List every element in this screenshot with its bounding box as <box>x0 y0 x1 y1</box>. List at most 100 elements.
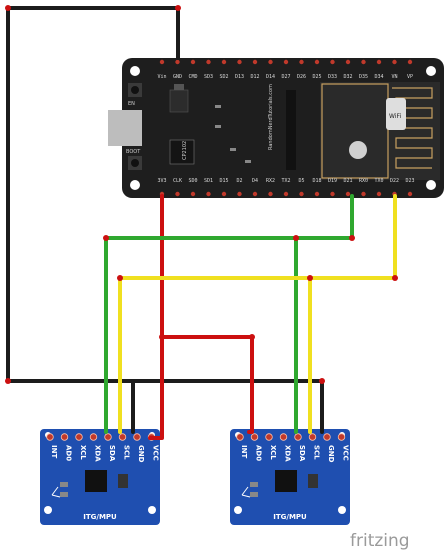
mpu-pin-label: SCL <box>123 445 131 460</box>
mpu-pin-label: SDA <box>108 445 116 462</box>
esp32-top-pin <box>345 59 351 65</box>
mpu-pin <box>104 433 112 441</box>
esp32-bottom-pin-label: SD0 <box>188 178 197 184</box>
esp32-top-pin-label: SD2 <box>219 74 228 80</box>
esp32-bottom-pin-label: D5 <box>298 178 304 184</box>
esp32-top-pin-label: GND <box>173 74 182 80</box>
esp32-bottom-pin-label: TX2 <box>281 178 290 184</box>
mpu-title: ITG/MPU <box>83 513 117 521</box>
esp32-bottom-pin-label: D4 <box>252 178 258 184</box>
esp32-top-pin <box>299 59 304 65</box>
esp32-top-pin-label: D25 <box>312 74 321 80</box>
esp32-bottom-pin <box>314 191 320 197</box>
voltage-regulator <box>169 89 189 113</box>
esp32-top-pin <box>252 59 258 65</box>
esp32-top-pin-label: D14 <box>266 74 275 80</box>
esp32-top-pin <box>206 59 211 65</box>
mpu-pin-label: XDA <box>94 445 102 462</box>
wire-gnd-black <box>6 6 324 434</box>
fritzing-logo: fritzing <box>350 531 410 551</box>
mpu-chip <box>85 470 107 492</box>
wire-gnd-black-left <box>6 379 135 434</box>
esp32-bottom-pin <box>376 191 382 197</box>
bottom-pin-labels: 3V3 CLK SD0 SD1 D15 D2 D4 RX2 TX2 D5 D18 D19 D21 RX0 T… <box>157 178 414 184</box>
esp32-top-pin <box>407 59 413 65</box>
esp32-top-pin <box>376 59 382 65</box>
mpu-pin <box>133 433 141 441</box>
center-header <box>286 90 296 170</box>
wire-sda-green <box>104 194 354 434</box>
mpu-pin-label: AD0 <box>255 445 263 461</box>
mpu-pin-label: INT <box>50 445 58 458</box>
mpu-pin <box>294 433 302 441</box>
esp32-top-pin-label: D27 <box>281 74 290 80</box>
mpu-pin <box>250 433 259 441</box>
chip-label: CP2102 <box>182 141 188 160</box>
axis-icon <box>241 486 251 498</box>
esp32-bottom-pin-label: D15 <box>219 178 228 184</box>
esp32-bottom-pin-label: D23 <box>405 178 414 184</box>
axis-icon <box>51 486 61 498</box>
esp32-bottom-pin-label: RX2 <box>266 178 275 184</box>
esp32-bottom-pin <box>407 191 413 197</box>
usb-uart-chip <box>169 139 195 165</box>
esp32-bottom-pin <box>237 191 242 197</box>
esp32-top-pin-label: D34 <box>374 74 383 80</box>
esp32-top-pin <box>175 59 180 65</box>
esp32-bottom-pin <box>283 191 289 197</box>
esp32-top-pin <box>268 59 273 65</box>
mpu-pin <box>75 433 83 441</box>
esp32-top-pin <box>361 59 366 65</box>
mpu-pin <box>236 433 244 441</box>
mpu-pin-label: INT <box>240 445 248 458</box>
esp32-bottom-pin-label: D19 <box>328 178 337 184</box>
esp32-top-pin <box>283 59 289 65</box>
mpu-pin <box>118 433 127 441</box>
esp32-bottom-pin <box>361 191 366 197</box>
esp32-bottom-pin-label: RX0 <box>359 178 368 184</box>
esp32-top-pin-label: D26 <box>297 74 306 80</box>
wire-3v3-red-branch <box>160 335 254 434</box>
esp32-top-pin <box>221 59 227 65</box>
mpu-pin-label: XCL <box>269 445 277 460</box>
mpu-pin-label: SCL <box>313 445 321 460</box>
mpu-pin-label: VCC <box>152 445 160 461</box>
en-label: EN <box>128 101 135 107</box>
esp32-top-pin <box>159 59 165 65</box>
esp32-bottom-pin <box>345 191 351 197</box>
mpu-pin-label: GND <box>137 445 145 463</box>
esp32-bottom-pin-label: D18 <box>312 178 321 184</box>
mpu-pin <box>323 433 331 441</box>
esp32-top-pin-label: D35 <box>359 74 368 80</box>
mpu-pin-label: VCC <box>342 445 350 461</box>
esp32-bottom-pin-label: CLK <box>173 178 182 184</box>
wires <box>5 5 398 440</box>
esp32-bottom-pin <box>330 191 335 197</box>
mpu-pin <box>60 433 69 441</box>
esp32-bottom-pin <box>190 191 196 197</box>
wire-scl-yellow <box>118 194 397 434</box>
wifi-label: WiFi <box>389 113 401 120</box>
esp32-bottom-pin-label: TX0 <box>374 178 383 184</box>
esp32-board: EN BOOT CP2102 RandomNerdTutorials.com W… <box>108 58 444 198</box>
esp32-top-pin-label: D33 <box>328 74 337 80</box>
esp32-top-pin-label: D13 <box>235 74 244 80</box>
esp32-bottom-pin-label: D21 <box>343 178 352 184</box>
esp32-top-pin-label: D32 <box>343 74 352 80</box>
top-pin-row <box>159 59 413 65</box>
espressif-logo <box>349 141 367 159</box>
esp32-bottom-pin-label: D22 <box>390 178 399 184</box>
esp32-top-pin-label: Vin <box>157 74 166 80</box>
mpu-pin-label: XDA <box>284 445 292 462</box>
esp32-top-pin-label: D12 <box>250 74 259 80</box>
esp32-bottom-pin <box>221 191 227 197</box>
mpu-pin-label: SDA <box>298 445 306 462</box>
esp32-bottom-pin-label: 3V3 <box>157 178 166 184</box>
mpu-title: ITG/MPU <box>273 513 307 521</box>
esp32-bottom-pin-label: SD1 <box>204 178 213 184</box>
esp32-top-pin-label: VP <box>407 74 413 80</box>
esp32-bottom-pin-label: D2 <box>236 178 242 184</box>
